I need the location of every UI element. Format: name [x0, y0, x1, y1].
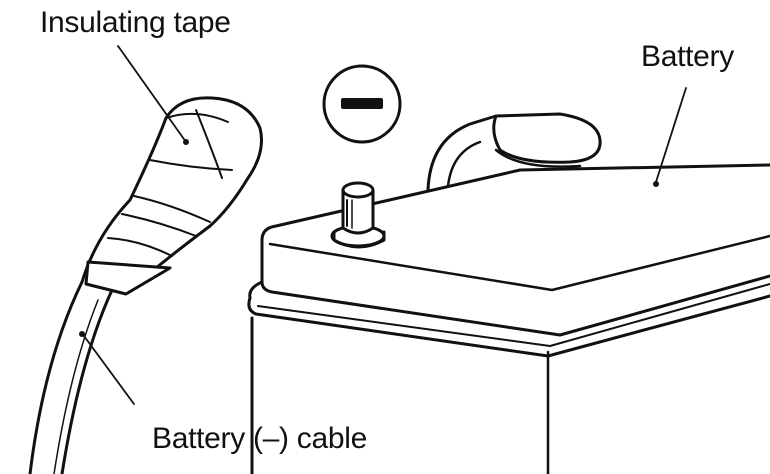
- negative-terminal-post: [330, 181, 386, 249]
- insulating-tape-wrap: [80, 96, 263, 292]
- battery-negative-cable: [28, 96, 263, 474]
- leader-insulating-tape: [117, 45, 187, 143]
- battery-lid-rim: [247, 294, 770, 358]
- negative-terminal-symbol: [322, 64, 402, 144]
- leader-battery-cable: [83, 335, 135, 405]
- leader-battery: [655, 87, 687, 183]
- label-battery: Battery: [641, 40, 734, 73]
- battery-lid-rim-inner: [257, 283, 770, 347]
- leader-lines: [83, 45, 687, 405]
- battery: [247, 163, 770, 474]
- positive-terminal-cover: [426, 112, 602, 192]
- battery-lid-top-edge: [268, 234, 770, 292]
- label-insulating-tape: Insulating tape: [40, 6, 231, 39]
- battery-lid: [260, 163, 770, 337]
- label-battery-cable: Battery (–) cable: [152, 422, 367, 455]
